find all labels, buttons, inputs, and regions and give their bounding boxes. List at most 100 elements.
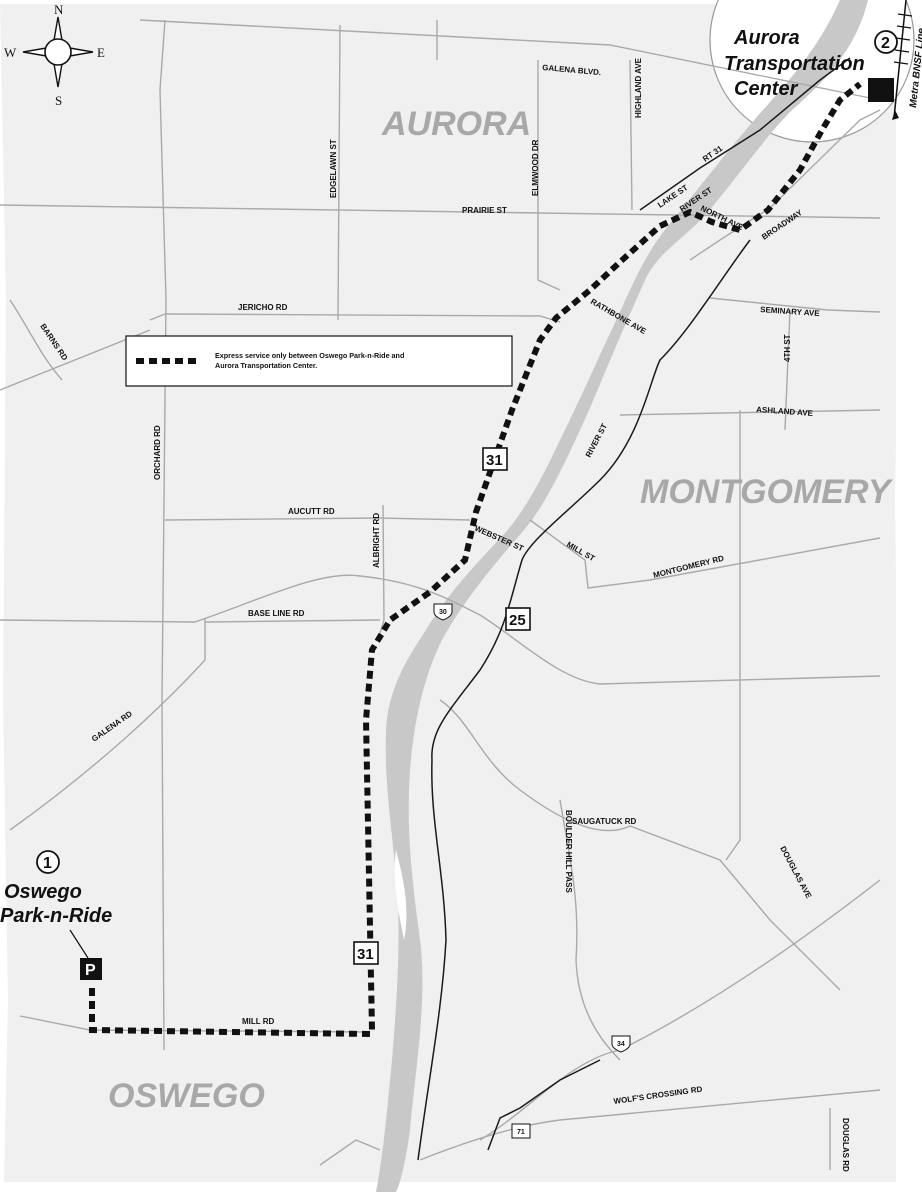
city-label-oswego: OSWEGO (108, 1077, 265, 1115)
label-aucutt-rd: AUCUTT RD (288, 507, 335, 516)
route31-north-road (639, 57, 851, 211)
stop-one-line-2: Park-n-Ride (0, 905, 112, 927)
stop-one-badge (36, 850, 60, 874)
label-mill-rd: MILL RD (242, 1017, 275, 1026)
city-label-montgomery: MONTGOMERY (640, 473, 894, 511)
stop-two-line-2: Transportation (724, 53, 865, 75)
rail-ties (893, 13, 913, 65)
label-jericho-rd: JERICHO RD (238, 303, 288, 312)
compass-rose: N S E W (4, 2, 105, 108)
stop-oswego-park-n-ride: 1 Oswego Park-n-Ride P (0, 850, 112, 980)
shield-number: 71 (517, 1129, 525, 1136)
shield-box (511, 1123, 531, 1139)
seminary-ave-road (709, 297, 881, 313)
stop-one-line-1: Oswego (4, 881, 82, 903)
stop-aurora-transportation-center: 2 Aurora Transportation Center (724, 27, 898, 102)
compass-north: N (54, 2, 64, 17)
shield-route31-south: 31 (353, 941, 379, 965)
edgelawn-st-road (337, 24, 341, 321)
douglas-ave-north-road (725, 410, 741, 861)
shield-number: 30 (439, 609, 447, 616)
transportation-center-marker (868, 78, 894, 102)
barns-rd-road (9, 299, 63, 381)
compass-south: S (55, 93, 62, 108)
label-seminary-ave: SEMINARY AVE (760, 305, 821, 318)
boulder-hill-pass-road (559, 799, 621, 1061)
galena-blvd-road (139, 19, 881, 101)
shield-route71: 71 (511, 1123, 531, 1139)
montgomery-rd-road (529, 519, 881, 589)
shield-box (353, 941, 379, 965)
label-prairie-st: PRAIRIE ST (462, 206, 507, 215)
stop-two-badge (874, 30, 898, 54)
park-n-ride-symbol: P (85, 962, 96, 979)
legend-frame (125, 335, 513, 387)
jericho-rd-road (149, 313, 561, 323)
city-label-aurora: AURORA (381, 105, 531, 143)
label-ashland-ave: ASHLAND AVE (756, 405, 814, 418)
express-route (89, 81, 862, 1038)
label-base-line-rd: BASE LINE RD (248, 609, 305, 618)
route25-road (417, 239, 751, 1161)
shield-us30: 30 (433, 603, 453, 621)
prairie-st-road (0, 204, 881, 219)
route71-road (487, 1059, 601, 1151)
label-edgelawn-st: EDGELAWN ST (329, 139, 338, 198)
shield-number: 34 (617, 1041, 625, 1048)
ashland-ave-road (619, 409, 881, 416)
shield-us34: 34 (611, 1035, 631, 1053)
aucutt-rd-road (164, 517, 471, 521)
shield-route25: 25 (505, 607, 531, 631)
shield-number: 31 (486, 452, 503, 469)
label-boulder-hill-pass: BOULDER HILL PASS (564, 810, 573, 893)
park-n-ride-marker (80, 958, 102, 980)
compass-west: W (4, 45, 17, 60)
shield-number: 25 (509, 612, 526, 629)
rail-arrow (892, 110, 899, 120)
land-area (0, 0, 896, 1182)
compass-east: E (97, 45, 105, 60)
label-albright-rd: ALBRIGHT RD (372, 513, 381, 568)
us34-road (479, 879, 881, 1141)
base-line-west-road (204, 619, 381, 623)
label-highland-ave: HIGHLAND AVE (634, 57, 643, 118)
road-network (0, 19, 881, 1170)
stop-one-number: 1 (43, 855, 52, 872)
albright-rd-road (377, 504, 385, 641)
base-line-rd-road (0, 574, 881, 685)
us-shield (433, 603, 453, 621)
label-saugatuck-rd: SAUGATUCK RD (572, 817, 637, 826)
label-fourth-st: 4TH ST (783, 334, 792, 362)
river-island (394, 850, 407, 940)
label-elmwood-dr: ELMWOOD DR (531, 139, 540, 196)
stop-two-line-1: Aurora (733, 27, 800, 49)
legend-line-2: Aurora Transportation Center. (215, 361, 317, 370)
label-douglas-rd: DOUGLAS RD (841, 1118, 850, 1172)
route-shields: 31 31 25 30 34 71 (353, 447, 631, 1139)
highway-network (417, 57, 851, 1161)
south-stub-road (319, 1139, 381, 1166)
rail-track (893, 0, 907, 119)
label-orchard-rd: ORCHARD RD (153, 425, 162, 480)
legend-box: Express service only between Oswego Park… (125, 335, 513, 387)
us-shield (611, 1035, 631, 1053)
legend-line-1: Express service only between Oswego Park… (215, 351, 404, 360)
shield-number: 31 (357, 946, 374, 963)
stop-one-leader (69, 929, 89, 959)
shield-box (482, 447, 508, 471)
stop-two-line-3: Center (734, 78, 799, 100)
fourth-st-road (784, 309, 791, 431)
orchard-rd-road (159, 19, 167, 1051)
highland-ave-road (629, 59, 633, 211)
stop-two-number: 2 (881, 35, 890, 52)
west-diag-road (0, 329, 151, 391)
compass-ring (44, 38, 72, 66)
saugatuck-rd-road (439, 699, 841, 991)
galena-rd-road (9, 618, 206, 831)
shield-box (505, 607, 531, 631)
elmwood-dr-road (537, 60, 561, 291)
shield-route31-north: 31 (482, 447, 508, 471)
wolfs-crossing-rd-road (419, 1089, 881, 1161)
